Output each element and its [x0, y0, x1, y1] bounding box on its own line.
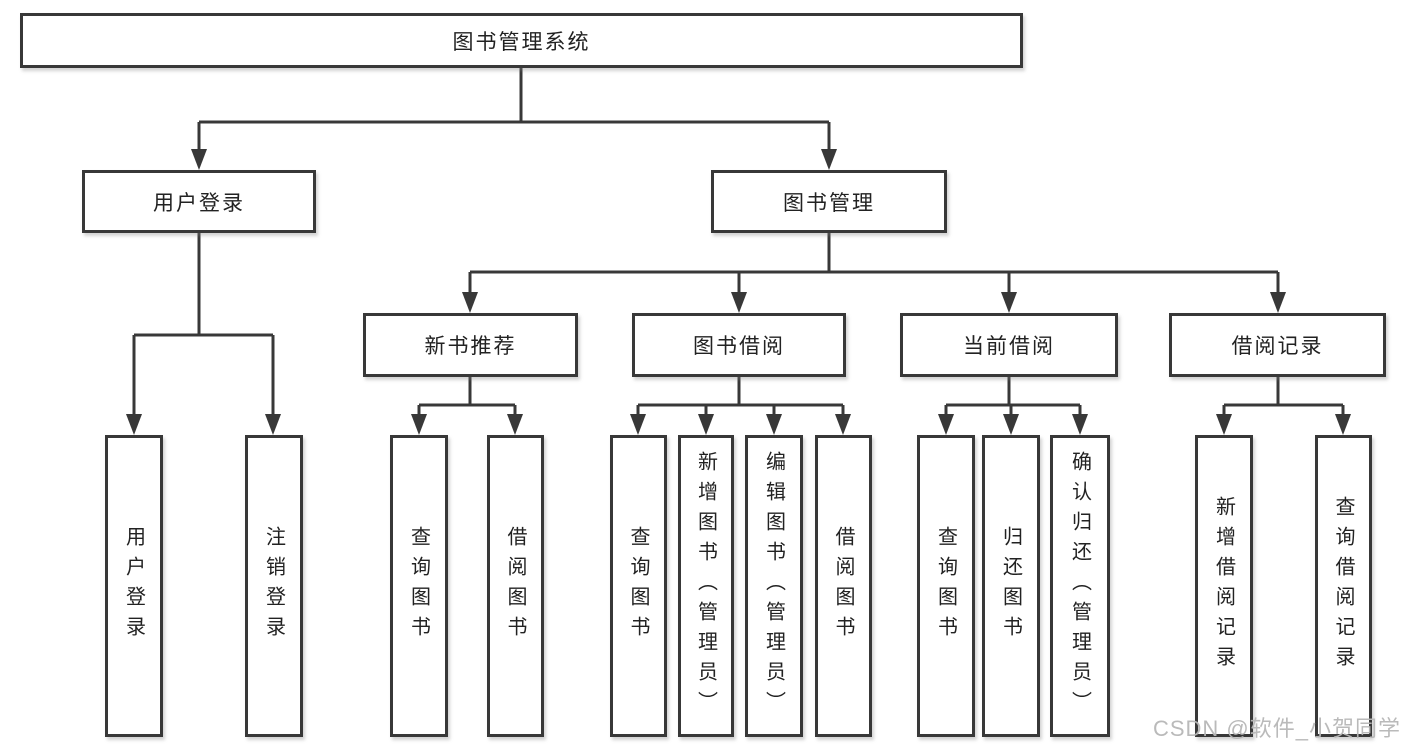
node-book-management: 图书管理	[711, 170, 947, 233]
arrowhead-icon	[1003, 414, 1019, 435]
node-borrow-records: 借阅记录	[1169, 313, 1386, 377]
leaf-recommend-borrow-books: 借阅图书	[487, 435, 544, 737]
leaf-borrow-borrow-books: 借阅图书	[815, 435, 872, 737]
leaf-current-return-books-label: 归还图书	[999, 526, 1022, 646]
leaf-current-query-books: 查询图书	[917, 435, 975, 737]
leaf-borrow-add-books-admin: 新增图书（管理员）	[678, 435, 734, 737]
arrowhead-icon	[731, 292, 747, 313]
node-current-borrow-label: 当前借阅	[963, 335, 1055, 358]
leaf-user-login-label: 用户登录	[122, 526, 145, 646]
arrowhead-icon	[507, 414, 523, 435]
arrowhead-icon	[462, 292, 478, 313]
leaf-logout: 注销登录	[245, 435, 303, 737]
arrowhead-icon	[1001, 292, 1017, 313]
arrowhead-icon	[766, 414, 782, 435]
arrowhead-icon	[821, 149, 837, 170]
node-root-label: 图书管理系统	[452, 30, 591, 54]
leaf-current-return-books: 归还图书	[982, 435, 1040, 737]
csdn-watermark: CSDN @软件_小贺同学	[1152, 716, 1401, 741]
node-user-login: 用户登录	[82, 170, 316, 233]
leaf-borrow-query-books: 查询图书	[610, 435, 667, 737]
leaf-borrow-edit-books-admin: 编辑图书（管理员）	[745, 435, 803, 737]
arrowhead-icon	[1270, 292, 1286, 313]
arrowhead-icon	[938, 414, 954, 435]
node-borrow-records-label: 借阅记录	[1231, 335, 1324, 358]
node-book-borrow-label: 图书借阅	[693, 335, 785, 358]
leaf-borrow-borrow-books-label: 借阅图书	[832, 526, 854, 646]
leaf-recommend-query-books-label: 查询图书	[407, 526, 430, 646]
arrowhead-icon	[1335, 414, 1351, 435]
arrowhead-icon	[835, 414, 851, 435]
arrowhead-icon	[265, 414, 281, 435]
leaf-borrow-add-books-admin-label: 新增图书（管理员）	[694, 451, 717, 721]
leaf-records-add-record-label: 新增借阅记录	[1212, 496, 1235, 676]
leaf-current-query-books-label: 查询图书	[934, 526, 957, 646]
arrowhead-icon	[698, 414, 714, 435]
leaf-recommend-borrow-books-label: 借阅图书	[504, 526, 526, 646]
node-new-book-recommend-label: 新书推荐	[424, 335, 517, 358]
node-book-borrow: 图书借阅	[632, 313, 846, 377]
leaf-borrow-query-books-label: 查询图书	[627, 526, 649, 646]
arrowhead-icon	[630, 414, 646, 435]
leaf-current-confirm-return-admin: 确认归还（管理员）	[1050, 435, 1110, 737]
node-user-login-label: 用户登录	[153, 191, 245, 215]
node-book-management-label: 图书管理	[783, 191, 875, 215]
arrowhead-icon	[1072, 414, 1088, 435]
leaf-current-confirm-return-admin-label: 确认归还（管理员）	[1068, 451, 1091, 721]
arrowhead-icon	[411, 414, 427, 435]
leaf-logout-label: 注销登录	[262, 526, 285, 646]
leaf-records-add-record: 新增借阅记录	[1195, 435, 1253, 737]
leaf-recommend-query-books: 查询图书	[390, 435, 448, 737]
node-current-borrow: 当前借阅	[900, 313, 1118, 377]
leaf-borrow-edit-books-admin-label: 编辑图书（管理员）	[762, 451, 785, 721]
arrowhead-icon	[1216, 414, 1232, 435]
arrowhead-icon	[126, 414, 142, 435]
leaf-records-query-record-label: 查询借阅记录	[1332, 496, 1354, 676]
node-root: 图书管理系统	[20, 13, 1023, 68]
leaf-user-login: 用户登录	[105, 435, 163, 737]
node-new-book-recommend: 新书推荐	[363, 313, 578, 377]
leaf-records-query-record: 查询借阅记录	[1315, 435, 1372, 737]
arrowhead-icon	[191, 149, 207, 170]
